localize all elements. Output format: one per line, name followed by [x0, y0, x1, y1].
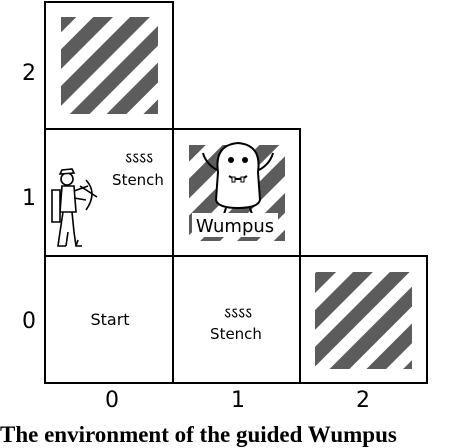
figure-caption: The environment of the guided Wumpus [0, 422, 397, 447]
wumpus-label: Wumpus [196, 216, 274, 237]
stench-marks: ऽऽऽऽ [125, 149, 153, 167]
column-label: 0 [105, 388, 119, 413]
stench-label: Stench [210, 325, 262, 343]
row-label: 2 [22, 61, 36, 86]
row-label: 1 [22, 186, 36, 211]
row-label: 0 [22, 309, 36, 334]
wumpus-icon [202, 141, 274, 215]
pit-icon [61, 17, 158, 114]
stench-marks: ऽऽऽऽ [224, 304, 252, 322]
start-label: Start [90, 310, 129, 329]
stench-label: Stench [112, 171, 164, 189]
pit-icon [315, 272, 412, 369]
cell-2-0 [299, 255, 428, 384]
column-label: 1 [231, 388, 245, 413]
hunter-icon [51, 168, 98, 247]
column-label: 2 [356, 388, 370, 413]
